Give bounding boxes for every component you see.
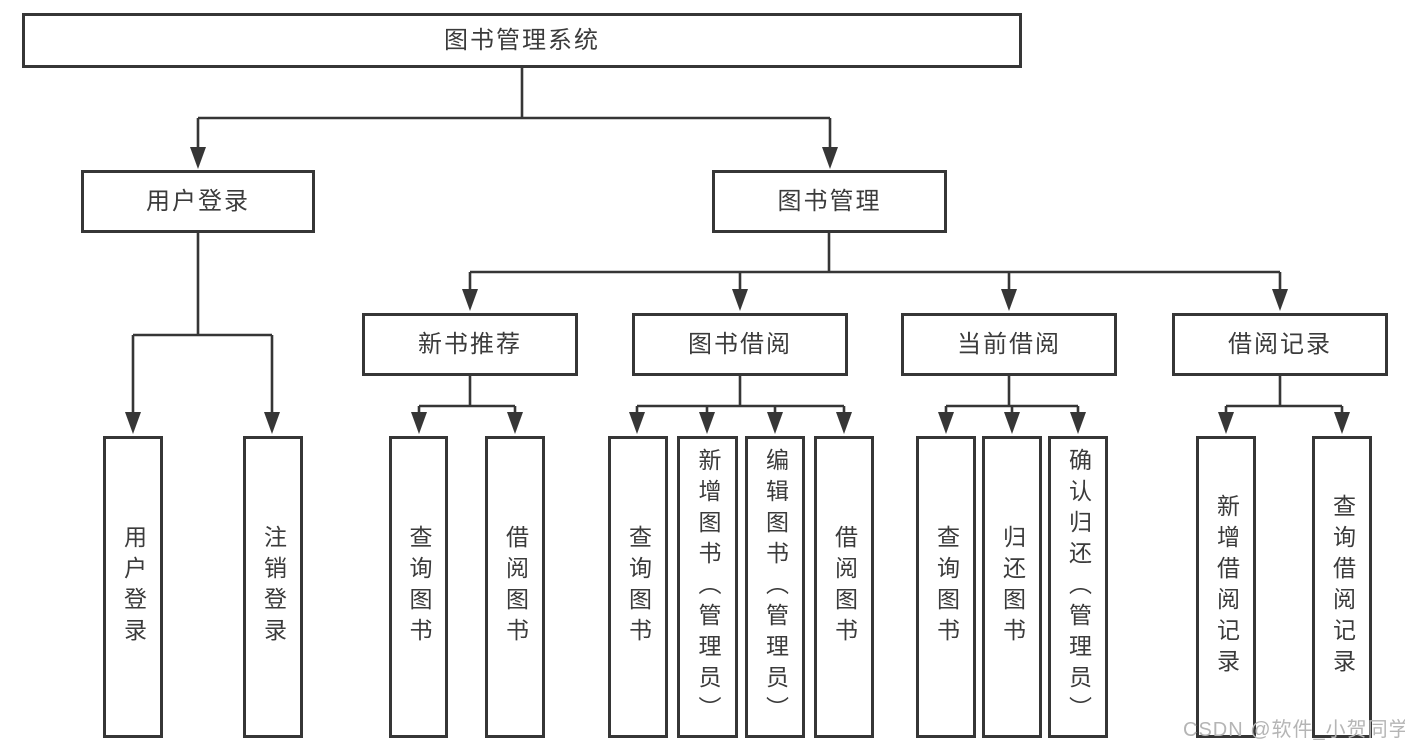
- node-book-borrow: 图书借阅: [632, 313, 848, 376]
- node-borrow-records: 借阅记录: [1172, 313, 1388, 376]
- csdn-watermark: CSDN @软件_小贺同学: [1183, 719, 1405, 741]
- leaf-user-login: 用户登录: [103, 436, 163, 738]
- node-user-login: 用户登录: [81, 170, 315, 233]
- node-current-borrow: 当前借阅: [901, 313, 1117, 376]
- node-new-book-recommend: 新书推荐: [362, 313, 578, 376]
- leaf-query-books-current: 查询图书: [916, 436, 976, 738]
- leaf-query-books-recommend: 查询图书: [389, 436, 448, 738]
- leaf-add-book-admin: 新增图书（管理员）: [677, 436, 738, 738]
- node-book-management: 图书管理: [712, 170, 947, 233]
- leaf-query-books-borrow: 查询图书: [608, 436, 668, 738]
- leaf-confirm-return-admin: 确认归还（管理员）: [1048, 436, 1108, 738]
- leaf-return-book: 归还图书: [982, 436, 1042, 738]
- leaf-edit-book-admin: 编辑图书（管理员）: [745, 436, 805, 738]
- leaf-add-borrow-record: 新增借阅记录: [1196, 436, 1256, 738]
- leaf-logout: 注销登录: [243, 436, 303, 738]
- leaf-borrow-books-recommend: 借阅图书: [485, 436, 545, 738]
- leaf-query-borrow-record: 查询借阅记录: [1312, 436, 1372, 738]
- leaf-borrow-books: 借阅图书: [814, 436, 874, 738]
- node-root-library-system: 图书管理系统: [22, 13, 1022, 68]
- arrowheads: [125, 147, 1350, 434]
